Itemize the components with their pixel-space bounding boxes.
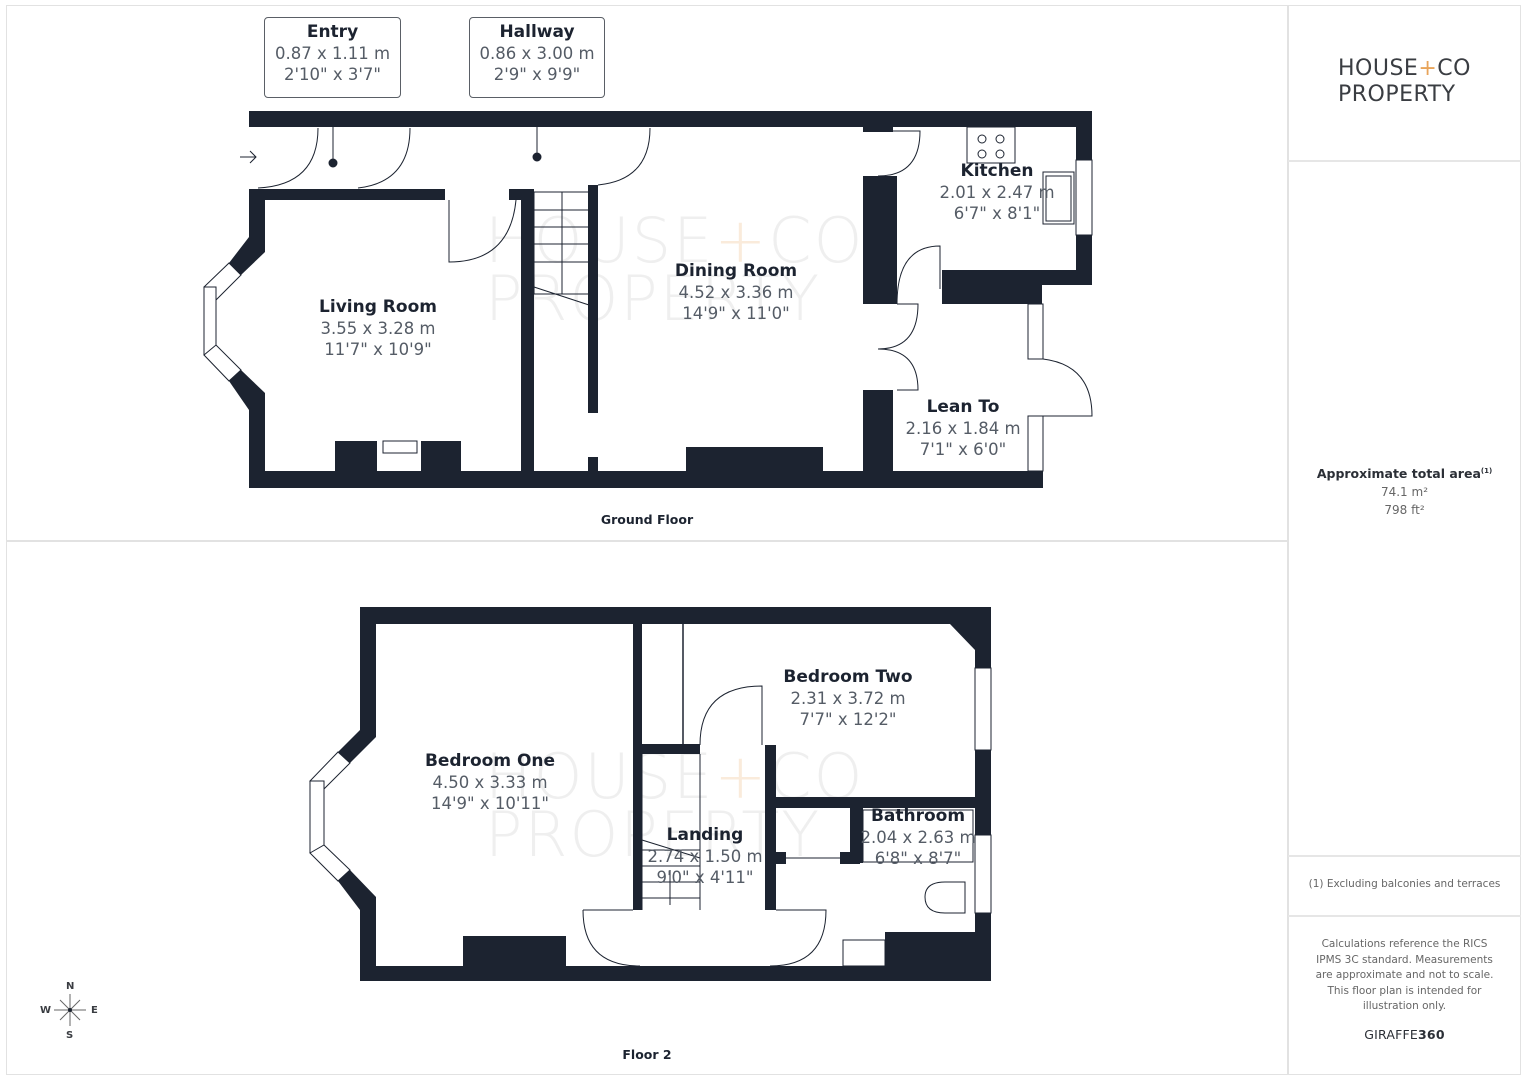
room-metric: 2.31 x 3.72 m [790,689,906,708]
compass-north: N [66,981,75,992]
floor-title-ground: Ground Floor [600,512,694,527]
room-label-bedroom-two: Bedroom Two 2.31 x 3.72 m 7'7" x 12'2" [783,666,912,730]
room-label-bedroom-one: Bedroom One 4.50 x 3.33 m 14'9" x 10'11" [425,750,555,814]
sidebar-divider-logo [1288,160,1521,162]
room-name: Lean To [926,397,1000,417]
room-metric: 4.52 x 3.36 m [678,283,794,302]
room-metric: 0.87 x 1.11 m [274,44,391,63]
room-name: Landing [666,825,744,845]
sidebar-separator [1287,5,1289,1075]
area-m2: 74.1 m² [1380,485,1429,499]
compass-east: E [91,1005,98,1016]
room-name: Bedroom Two [783,667,913,687]
brand-logo: HOUSE+CO PROPERTY [1338,56,1471,107]
room-metric: 4.50 x 3.33 m [432,773,548,792]
room-imperial: 6'7" x 8'1" [953,204,1041,223]
room-imperial: 9'0" x 4'11" [656,868,754,887]
room-name: Entry [306,22,359,42]
area-summary: Approximate total area(1) 74.1 m² 798 ft… [1288,466,1521,517]
room-metric: 0.86 x 3.00 m [479,44,595,63]
area-title: Approximate total area(1) [1316,466,1493,481]
room-callout-entry: Entry 0.87 x 1.11 m 2'10" x 3'7" [264,17,401,98]
disclaimer: Calculations reference the RICS IPMS 3C … [1315,938,1494,1012]
sidebar-divider-area [1288,855,1521,857]
sidebar-divider-note [1288,915,1521,917]
room-name: Bathroom [870,806,966,826]
floor-separator [6,540,1287,542]
room-label-dining-room: Dining Room 4.52 x 3.36 m 14'9" x 11'0" [675,260,797,324]
room-label-bathroom: Bathroom 2.04 x 2.63 m 6'8" x 8'7" [860,805,975,869]
compass-west: W [40,1005,52,1016]
room-metric: 3.55 x 3.28 m [320,319,436,338]
room-imperial: 6'8" x 8'7" [874,849,962,868]
room-imperial: 14'9" x 11'0" [682,304,790,323]
room-imperial: 7'1" x 6'0" [919,440,1007,459]
compass-south: S [66,1030,74,1041]
room-metric: 2.04 x 2.63 m [860,828,976,847]
room-imperial: 11'7" x 10'9" [324,340,432,359]
room-metric: 2.74 x 1.50 m [647,847,763,866]
room-name: Hallway [499,22,575,42]
room-label-living-room: Living Room 3.55 x 3.28 m 11'7" x 10'9" [319,296,437,360]
room-label-kitchen: Kitchen 2.01 x 2.47 m 6'7" x 8'1" [939,160,1054,224]
room-name: Living Room [319,297,437,317]
room-imperial: 2'9" x 9'9" [493,65,581,84]
room-label-landing: Landing 2.74 x 1.50 m 9'0" x 4'11" [647,824,762,888]
room-name: Kitchen [960,161,1034,181]
room-imperial: 7'7" x 12'2" [799,710,897,729]
credit-giraffe360: GIRAFFE360 [1364,1027,1445,1042]
room-imperial: 14'9" x 10'11" [431,794,549,813]
room-metric: 2.16 x 1.84 m [905,419,1021,438]
footnote: (1) Excluding balconies and terraces [1308,878,1501,890]
room-name: Dining Room [674,261,798,281]
room-callout-hallway: Hallway 0.86 x 3.00 m 2'9" x 9'9" [469,17,605,98]
floor-title-floor-2: Floor 2 [622,1047,672,1062]
room-name: Bedroom One [424,751,556,771]
area-ft2: 798 ft² [1384,503,1425,517]
room-label-lean-to: Lean To 2.16 x 1.84 m 7'1" x 6'0" [905,396,1020,460]
room-imperial: 2'10" x 3'7" [284,65,381,84]
room-metric: 2.01 x 2.47 m [939,183,1055,202]
